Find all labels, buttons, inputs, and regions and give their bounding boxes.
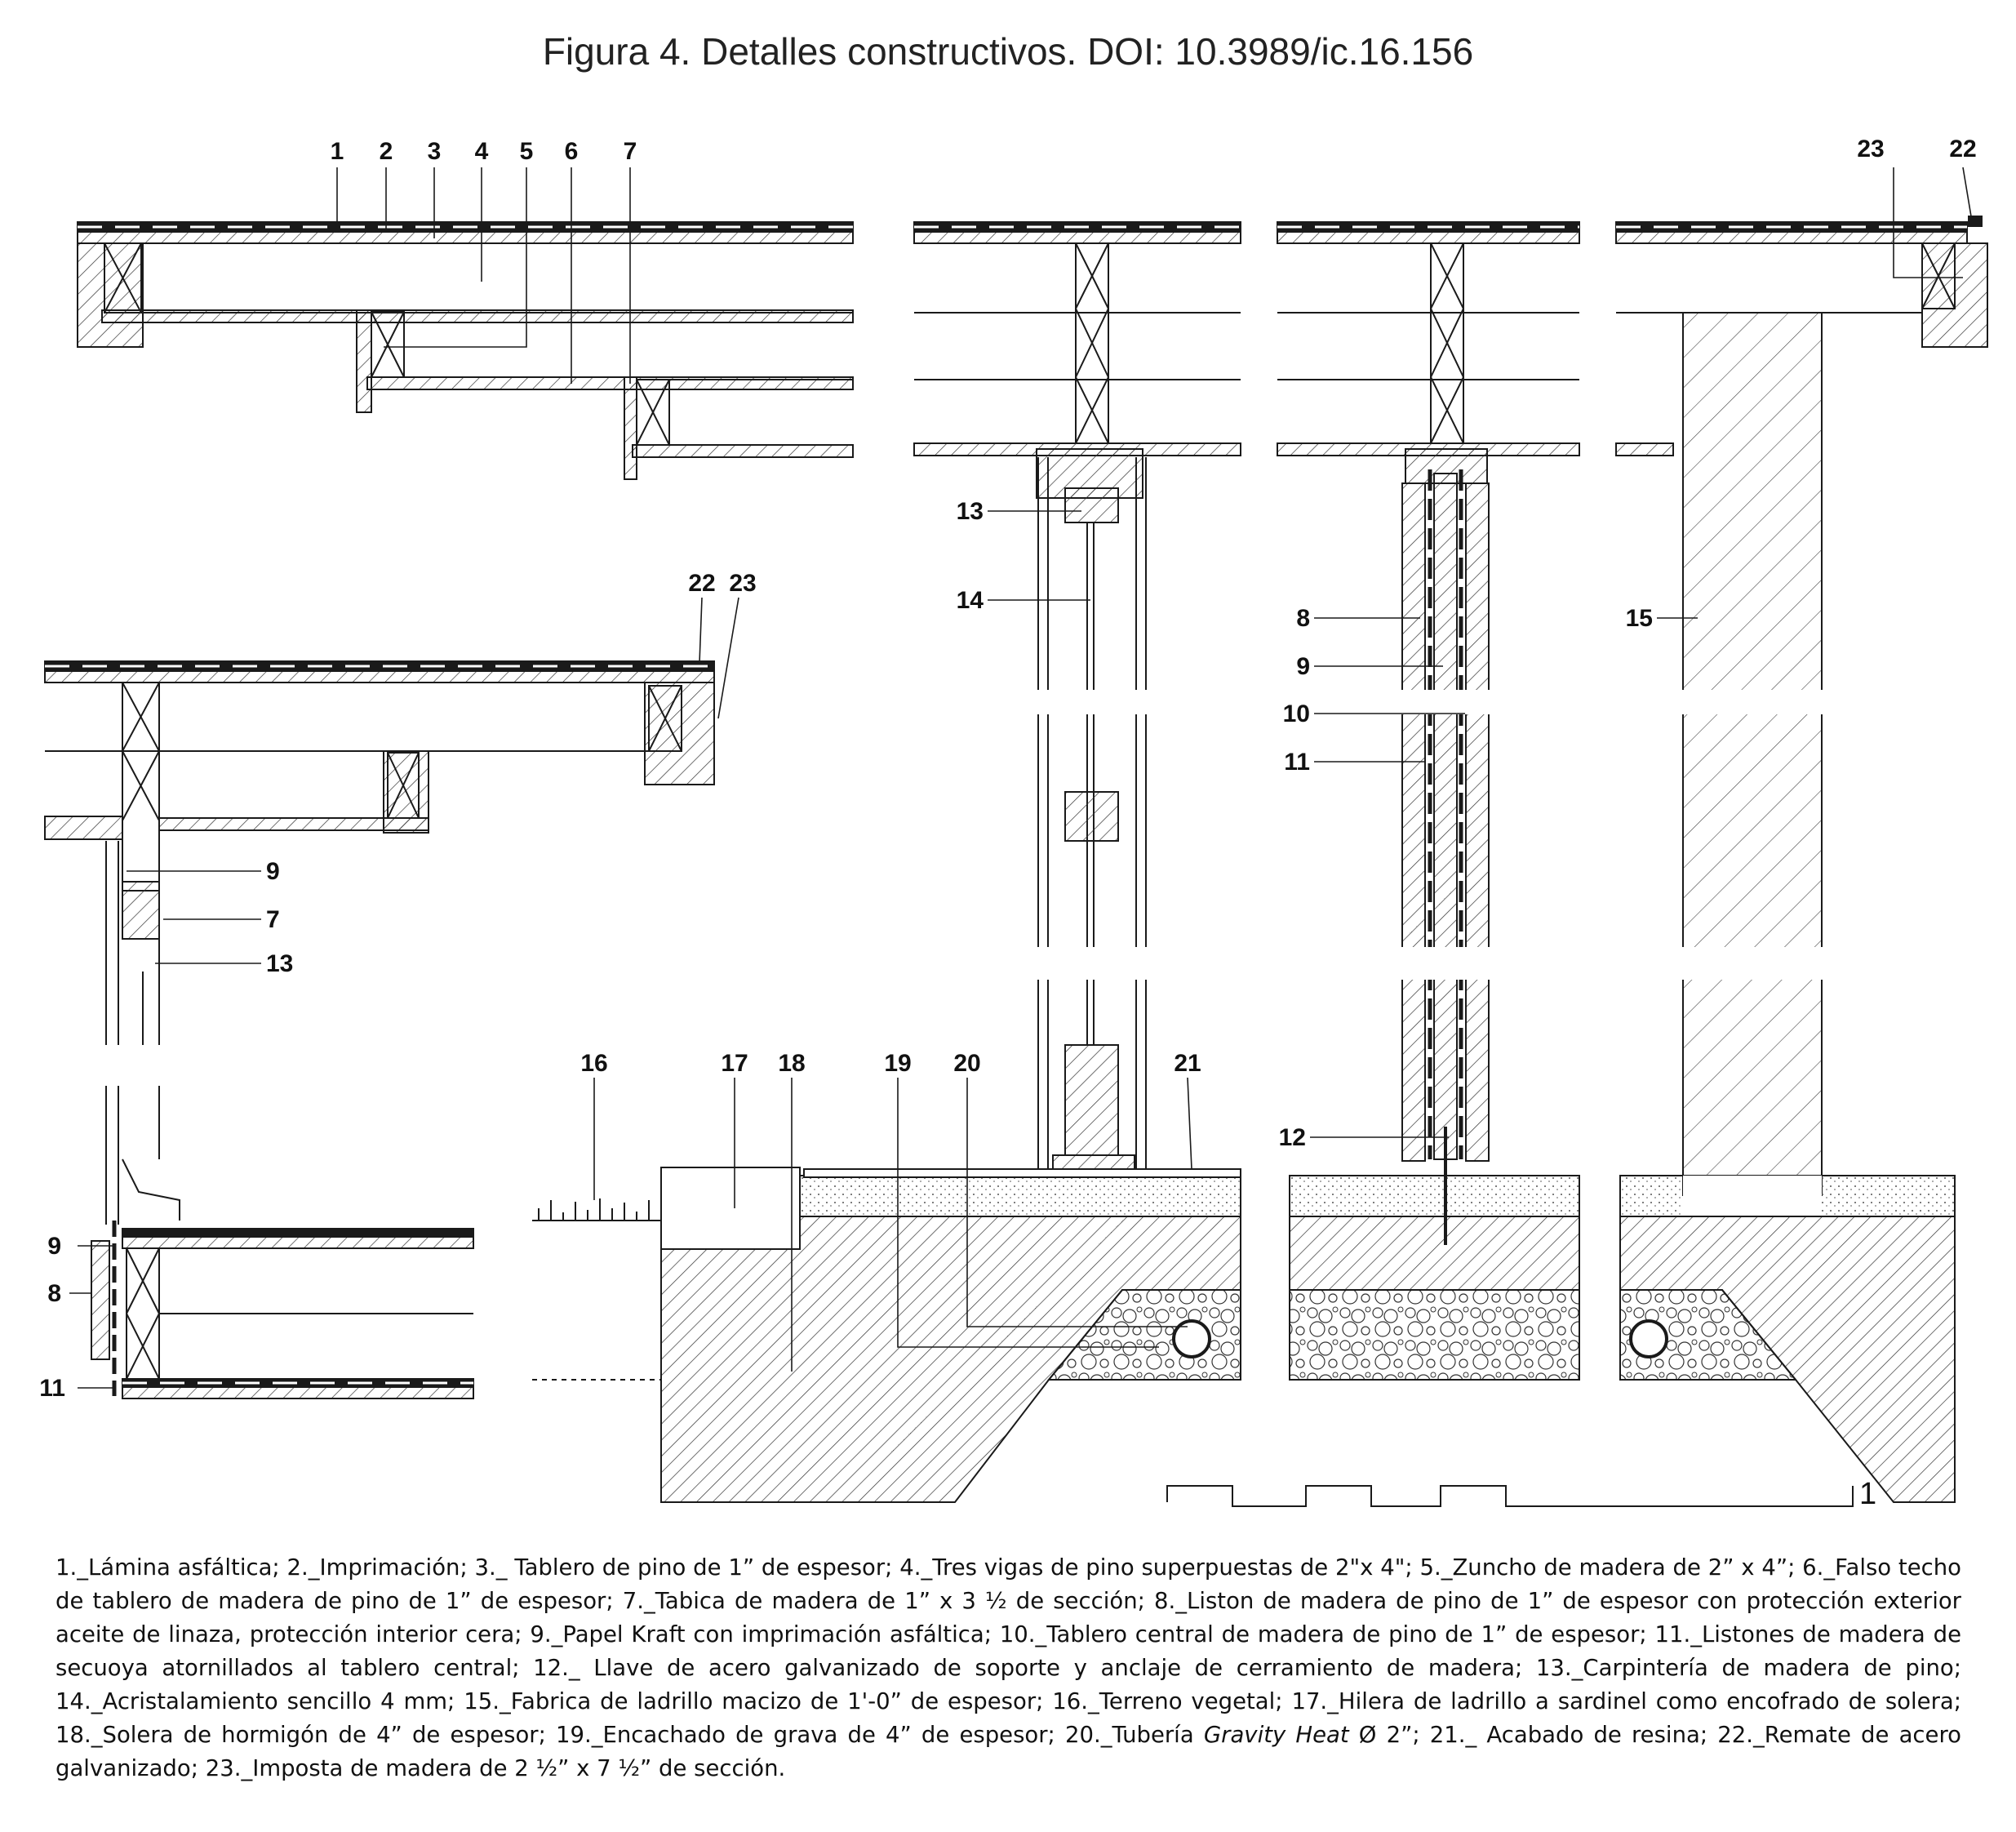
window-detail xyxy=(913,221,1241,1172)
callout-9-side: 9 xyxy=(266,858,280,885)
callout-4: 4 xyxy=(475,138,489,165)
callout-9-panel: 9 xyxy=(1296,653,1310,680)
callout-15-brick: 15 xyxy=(1626,605,1653,632)
callout-22-top: 22 xyxy=(1949,136,1976,162)
callout-22-mid: 22 xyxy=(688,570,715,597)
legend-part-2: Ø 2”; 21._ Acabado de resina; 22._Remate… xyxy=(56,1722,1961,1781)
callout-13-side: 13 xyxy=(266,950,293,977)
callout-21: 21 xyxy=(1174,1050,1201,1077)
callout-23-top: 23 xyxy=(1857,136,1884,162)
foundation-detail xyxy=(532,1167,1956,1507)
scale-bar-label: 1 xyxy=(1859,1477,1876,1511)
legend-part-1: 1._Lámina asfáltica; 2._Imprimación; 3._… xyxy=(56,1554,1961,1748)
top-left-roof-detail xyxy=(77,221,854,480)
callout-7-side: 7 xyxy=(266,906,280,933)
callout-7: 7 xyxy=(624,138,637,165)
callout-1: 1 xyxy=(331,138,344,165)
mid-left-eave-detail xyxy=(44,660,715,1045)
callout-18: 18 xyxy=(778,1050,805,1077)
callout-23-mid: 23 xyxy=(729,570,756,597)
callout-11-bottom: 11 xyxy=(39,1375,65,1402)
callout-12-panel: 12 xyxy=(1279,1124,1306,1151)
callout-5: 5 xyxy=(520,138,534,165)
callout-8-bottom: 8 xyxy=(47,1280,61,1307)
figure-title: Figura 4. Detalles constructivos. DOI: 1… xyxy=(542,30,1474,73)
legend-italic: Gravity Heat xyxy=(1203,1722,1349,1748)
callout-10-panel: 10 xyxy=(1283,700,1310,727)
callout-leaders xyxy=(69,167,1972,1389)
callout-3: 3 xyxy=(428,138,442,165)
callout-20: 20 xyxy=(953,1050,980,1077)
callout-17: 17 xyxy=(721,1050,748,1077)
legend-text: 1._Lámina asfáltica; 2._Imprimación; 3._… xyxy=(56,1551,1961,1785)
callout-14-window: 14 xyxy=(957,587,984,614)
callout-9-bottom: 9 xyxy=(47,1233,61,1260)
callout-16: 16 xyxy=(580,1050,607,1077)
callout-19: 19 xyxy=(884,1050,911,1077)
callout-8-panel: 8 xyxy=(1296,605,1310,632)
construction-details-drawing: 1 2 3 4 5 6 7 23 22 22 23 9 7 13 13 14 8… xyxy=(39,136,1988,1511)
callout-6: 6 xyxy=(565,138,579,165)
callout-labels: 1 2 3 4 5 6 7 23 22 22 23 9 7 13 13 14 8… xyxy=(39,136,1976,1511)
callout-11-panel: 11 xyxy=(1284,749,1310,776)
brick-wall-detail xyxy=(1615,216,1988,1196)
callout-13-window: 13 xyxy=(957,498,984,525)
bottom-left-floor-detail xyxy=(91,1086,474,1399)
panel-wall-detail xyxy=(1277,221,1580,1241)
callout-2: 2 xyxy=(380,138,393,165)
